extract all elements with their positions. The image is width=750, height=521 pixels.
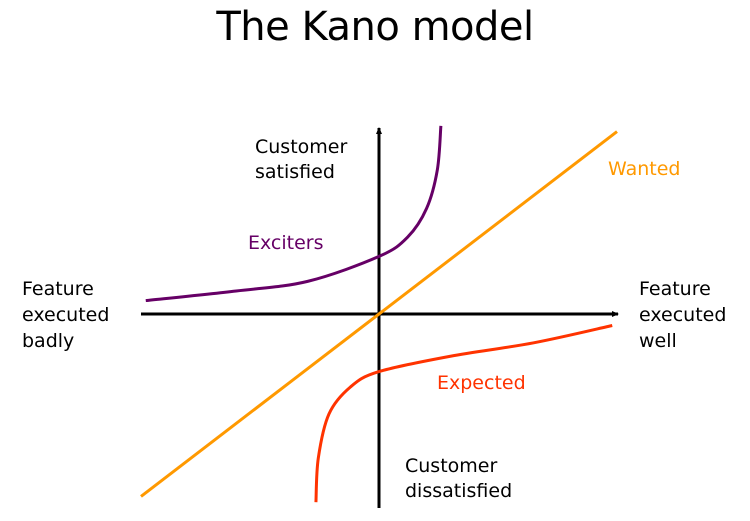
y-positive-label: Customer satisfied [255,136,353,183]
x-positive-label-line: Feature [639,278,711,300]
x-negative-label-line: badly [22,330,74,352]
y-positive-label-line: satisfied [255,161,335,183]
x-negative-label-line: Feature [22,278,94,300]
y-negative-label-line: Customer [405,455,497,477]
annotation-exciters: Exciters [248,232,324,254]
x-positive-label-line: well [639,330,677,352]
diagram-title: The Kano model [216,4,534,50]
y-negative-label-line: dissatisfied [405,480,512,502]
y-negative-label: Customer dissatisfied [405,455,512,502]
series-wanted-line [140,130,618,498]
x-positive-label: Feature executed well [639,278,732,352]
series-exciters-curve [145,125,443,303]
y-positive-label-line: Customer [255,136,347,158]
x-negative-label-line: executed [22,304,109,326]
annotation-expected: Expected [437,372,526,394]
series-expected-curve [314,324,613,503]
annotation-wanted: Wanted [608,158,680,180]
x-negative-label: Feature executed badly [22,278,115,352]
x-positive-label-line: executed [639,304,726,326]
